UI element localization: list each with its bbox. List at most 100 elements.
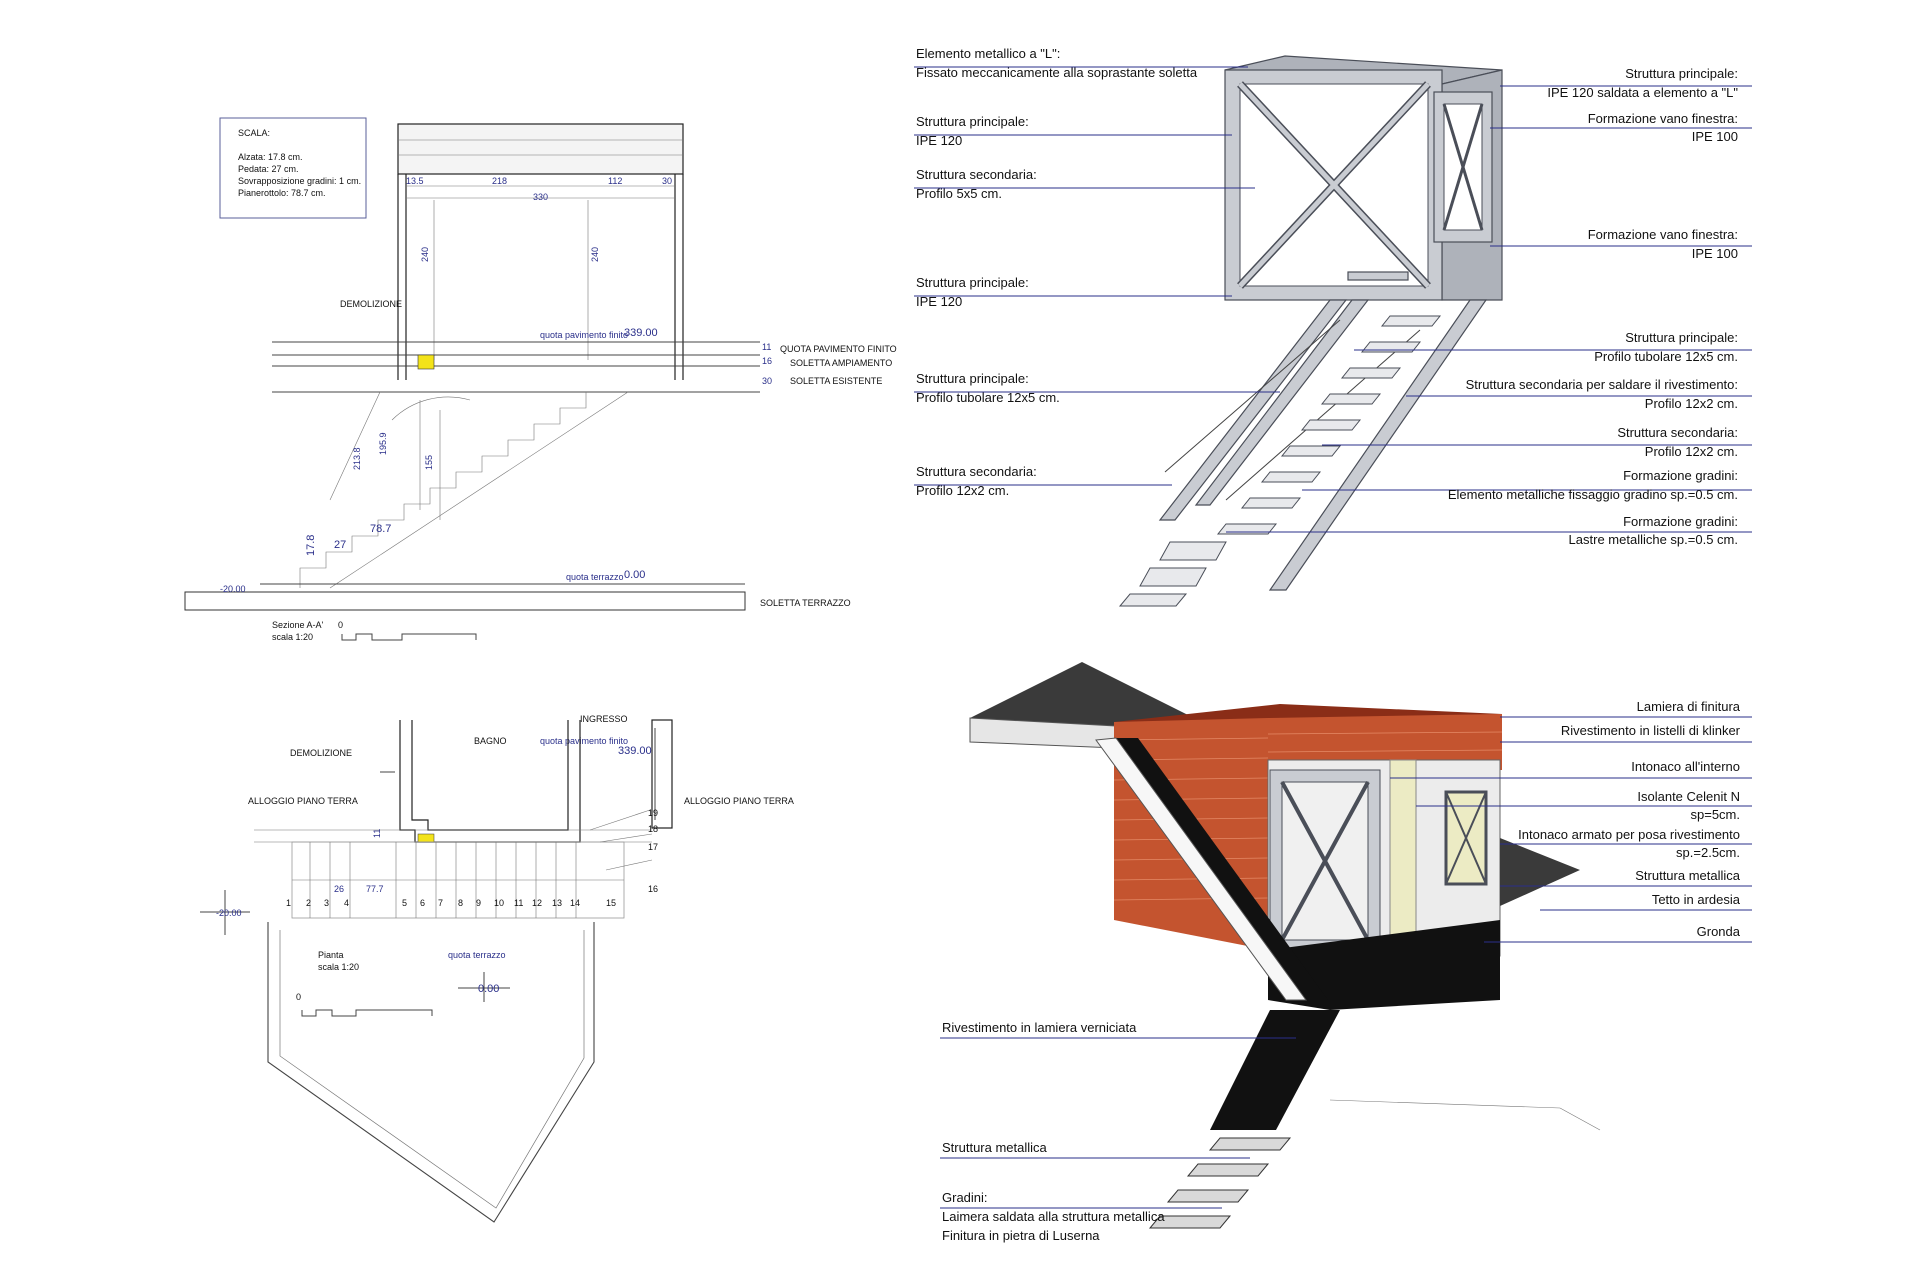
f-right-5b: sp.=2.5cm. <box>1676 845 1740 860</box>
step-16: 16 <box>648 884 658 894</box>
s-left-3b: Profilo 5x5 cm. <box>916 186 1002 201</box>
s-right-1a: Struttura principale: <box>1625 66 1738 81</box>
plan-dim-26: 26 <box>334 884 344 894</box>
s-right-4b: Profilo tubolare 12x5 cm. <box>1594 349 1738 364</box>
step-13: 13 <box>552 898 562 908</box>
dim-11: 11 <box>762 342 771 352</box>
plan-drawing: INGRESSO BAGNO quota pavimento finito 33… <box>200 714 794 1223</box>
label-quota-pav: quota pavimento finito <box>540 330 628 340</box>
plan-label-ingresso: INGRESSO <box>580 714 628 724</box>
plan-label-quota-pav: quota pavimento finito <box>540 736 628 746</box>
structure-3d <box>1118 55 1503 607</box>
f-right-2: Rivestimento in listelli di klinker <box>1561 723 1741 738</box>
plan-treads <box>309 809 653 918</box>
plan-label-alloggio-l: ALLOGGIO PIANO TERRA <box>248 796 358 806</box>
label-quota-pav-finito: QUOTA PAVIMENTO FINITO <box>780 344 897 354</box>
s-right-1b: IPE 120 saldata a elemento a "L" <box>1547 85 1738 100</box>
step-7: 7 <box>438 898 443 908</box>
stair-cladding <box>1210 1010 1340 1130</box>
dim-30: 30 <box>662 176 672 186</box>
step-17: 17 <box>648 842 658 852</box>
s-right-4a: Struttura principale: <box>1625 330 1738 345</box>
step-10: 10 <box>494 898 504 908</box>
f-right-8: Gronda <box>1697 924 1741 939</box>
s-right-2a: Formazione vano finestra: <box>1588 111 1738 126</box>
highlight-block <box>417 354 435 370</box>
label-sezione: Sezione A-A' <box>272 620 324 630</box>
dim-16: 16 <box>762 356 772 366</box>
label-soletta-esistente: SOLETTA ESISTENTE <box>790 376 882 386</box>
label-demolizione: DEMOLIZIONE <box>340 299 402 309</box>
label-minus20: -20.00 <box>220 584 246 594</box>
label-scala: scala 1:20 <box>272 632 313 642</box>
dim-240b: 240 <box>590 247 600 262</box>
brick-front-face <box>1268 714 1502 770</box>
f-right-4a: Isolante Celenit N <box>1637 789 1740 804</box>
s-right-6a: Struttura secondaria: <box>1617 425 1738 440</box>
label-quota-terrazzo-val: 0.00 <box>624 569 645 581</box>
s-right-3a: Formazione vano finestra: <box>1588 227 1738 242</box>
step-18: 18 <box>648 824 658 834</box>
s-right-8a: Formazione gradini: <box>1623 514 1738 529</box>
s-left-6a: Struttura secondaria: <box>916 464 1037 479</box>
label-soletta-terrazzo: SOLETTA TERRAZZO <box>760 598 851 608</box>
room-roof <box>397 123 684 175</box>
s-left-4a: Struttura principale: <box>916 275 1029 290</box>
s-left-2a: Struttura principale: <box>916 114 1029 129</box>
slate-roof <box>970 662 1190 726</box>
f-left-1: Rivestimento in lamiera verniciata <box>942 1020 1137 1035</box>
step-15: 15 <box>606 898 616 908</box>
dim-240a: 240 <box>420 247 430 262</box>
scale-bar <box>341 633 477 641</box>
s-right-7b: Elemento metalliche fissaggio gradino sp… <box>1448 487 1738 502</box>
step-5: 5 <box>402 898 407 908</box>
f-left-3b: Laimera saldata alla struttura metallica <box>942 1209 1165 1224</box>
s-right-5b: Profilo 12x2 cm. <box>1645 396 1738 411</box>
s-left-2b: IPE 120 <box>916 133 962 148</box>
plan-label-quota-pav-val: 339.00 <box>618 745 652 757</box>
finished-3d <box>969 662 1601 1229</box>
gronda <box>1268 920 1500 1010</box>
finish-callouts-left: Rivestimento in lamiera verniciata Strut… <box>940 1020 1296 1243</box>
f-right-3: Intonaco all'interno <box>1631 759 1740 774</box>
plan-label-pianta: Pianta <box>318 950 344 960</box>
plan-label-scala: scala 1:20 <box>318 962 359 972</box>
f-right-4b: sp=5cm. <box>1691 807 1741 822</box>
dim-218: 218 <box>492 176 507 186</box>
finish-callouts-right: Lamiera di finitura Rivestimento in list… <box>1390 699 1752 943</box>
plan-label-alloggio-r: ALLOGGIO PIANO TERRA <box>684 796 794 806</box>
dim-330: 330 <box>533 192 548 202</box>
step-12: 12 <box>532 898 542 908</box>
label-quota-terrazzo: quota terrazzo <box>566 572 624 582</box>
s-left-1a: Elemento metallico a "L": <box>916 46 1060 61</box>
s-left-5b: Profilo tubolare 12x5 cm. <box>916 390 1060 405</box>
plan-label-minus20: -20.00 <box>216 908 242 918</box>
scala-line-4: Pianerottolo: 78.7 cm. <box>238 188 326 198</box>
f-left-2: Struttura metallica <box>942 1140 1048 1155</box>
step-9: 9 <box>476 898 481 908</box>
dim-155: 155 <box>424 455 434 470</box>
dim-112: 112 <box>608 176 622 186</box>
lower-steps <box>1148 1137 1292 1229</box>
plan-dim-11: 11 <box>372 829 382 838</box>
label-quota-pav-val: 339.00 <box>624 327 658 339</box>
plan-label-demolizione: DEMOLIZIONE <box>290 748 352 758</box>
s-left-6b: Profilo 12x2 cm. <box>916 483 1009 498</box>
step-14: 14 <box>570 898 580 908</box>
terrace-outline <box>267 922 595 1223</box>
s-right-3b: IPE 100 <box>1692 246 1738 261</box>
scala-title: SCALA: <box>238 128 270 138</box>
s-right-7a: Formazione gradini: <box>1623 468 1738 483</box>
plan-label-quota-terrazzo: quota terrazzo <box>448 950 506 960</box>
s-left-3a: Struttura secondaria: <box>916 167 1037 182</box>
plan-scale-bar <box>301 1009 433 1017</box>
scala-line-1: Alzata: 17.8 cm. <box>238 152 303 162</box>
sloped-cladding <box>1116 738 1328 1000</box>
scala-box <box>219 117 367 219</box>
section-drawing: SCALA: Alzata: 17.8 cm. Pedata: 27 cm. S… <box>184 117 897 642</box>
s-right-2b: IPE 100 <box>1692 129 1738 144</box>
s-right-6b: Profilo 12x2 cm. <box>1645 444 1738 459</box>
f-left-3c: Finitura in pietra di Luserna <box>942 1228 1100 1243</box>
step-2: 2 <box>306 898 311 908</box>
